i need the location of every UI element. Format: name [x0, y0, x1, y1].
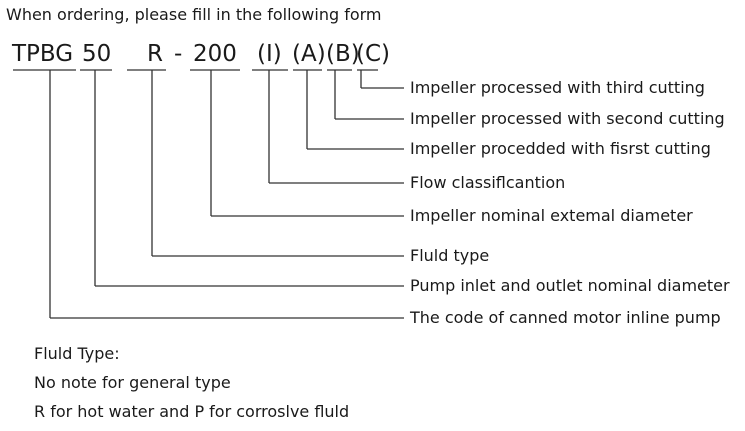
label-first-cut: Impeller procedded with fisrst cutting: [410, 139, 711, 158]
note-general: No note for general type: [34, 373, 231, 392]
code-fluid: R: [147, 41, 163, 67]
code-third-cut: (C): [356, 41, 391, 67]
code-diameter: 50: [82, 41, 112, 67]
label-fluid-type: Fluld type: [410, 246, 490, 265]
code-first-cut: (A): [292, 41, 326, 67]
code-second-cut: (B): [326, 41, 360, 67]
note-title: Fluld Type:: [34, 344, 120, 363]
label-third-cut: Impeller processed with third cutting: [410, 78, 705, 97]
code-series: TPBG: [12, 41, 74, 67]
note-hot-corrosive: R for hot water and P for corroslve flul…: [34, 402, 350, 421]
label-inlet-outlet-diameter: Pump inlet and outlet nominal diameter: [410, 276, 730, 295]
label-second-cut: Impeller processed with second cutting: [410, 109, 725, 128]
code-flow-class: (I): [257, 41, 282, 67]
label-impeller-diameter: Impeller nominal extemal diameter: [410, 206, 693, 225]
label-pump-code: The code of canned motor inline pump: [410, 308, 721, 327]
form-heading: When ordering, please fill in the follow…: [6, 5, 382, 24]
label-flow-class: Flow classiflcantion: [410, 173, 566, 192]
code-dash: -: [174, 41, 183, 67]
code-impeller-diameter: 200: [193, 41, 237, 67]
